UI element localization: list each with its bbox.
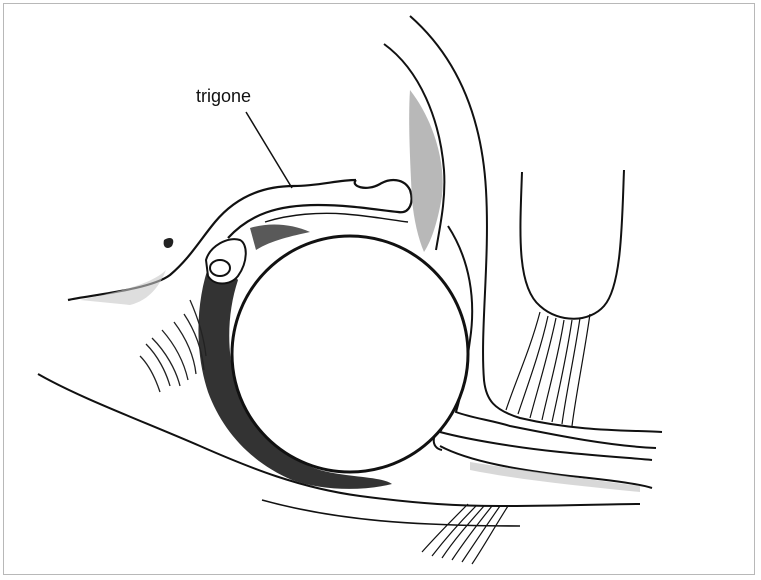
ureteric-orifice: [206, 239, 246, 283]
outer-wall-shading: [80, 270, 166, 305]
seminal-vesicle: [520, 170, 624, 319]
nerve-fibers-lower: [422, 504, 508, 564]
nerve-fibers-upper: [506, 312, 590, 426]
urethra-shading: [470, 462, 640, 492]
trigone-ridge-inner: [265, 213, 408, 222]
trigone-leader-line: [246, 112, 292, 188]
ureter-shading: [409, 90, 443, 252]
tissue-mark: [164, 238, 174, 248]
bladder-sphere: [232, 236, 468, 472]
muscle-hatching: [140, 300, 206, 392]
trigone-label: trigone: [196, 86, 251, 107]
bottom-contour: [262, 500, 520, 526]
